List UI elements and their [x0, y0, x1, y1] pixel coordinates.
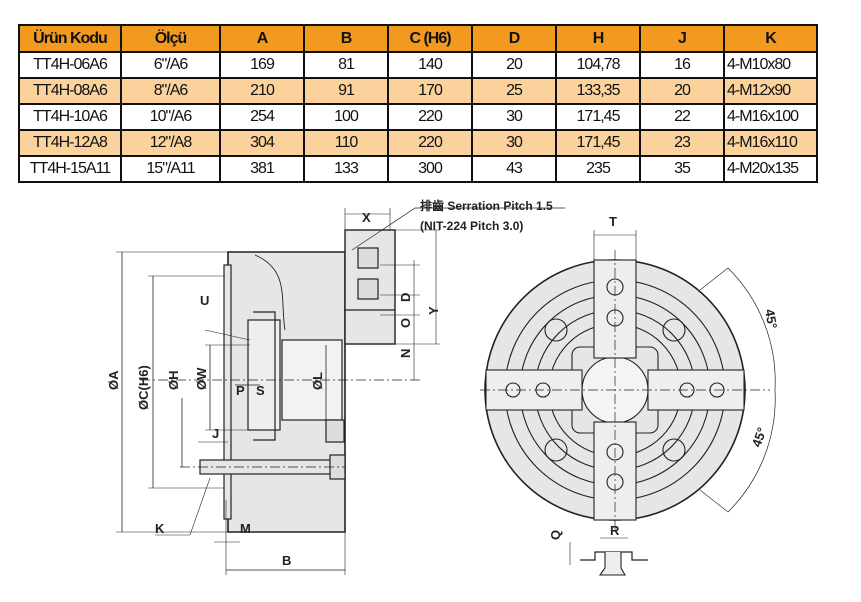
table-cell: 304	[219, 129, 305, 157]
table-cell: 210	[219, 77, 305, 105]
col-header: H	[555, 24, 641, 53]
col-header: K	[723, 24, 818, 53]
side-view	[116, 207, 565, 575]
table-cell: 133,35	[555, 77, 641, 105]
table-cell: TT4H-12A8	[18, 129, 122, 157]
table-cell: 30	[471, 103, 557, 131]
label-u: U	[200, 293, 209, 308]
table-cell: 12"/A8	[120, 129, 221, 157]
table-header-row: Ürün Kodu Ölçü A B C (H6) D H J K	[18, 24, 818, 53]
table-cell: TT4H-15A11	[18, 155, 122, 183]
table-cell: 381	[219, 155, 305, 183]
chuck-drawing: X U P S J K M B ØA ØC(H6) ØH ØW ØL D O N…	[106, 198, 780, 576]
table-cell: 169	[219, 51, 305, 79]
table-cell: 20	[471, 51, 557, 79]
table-cell: 140	[387, 51, 473, 79]
table-cell: TT4H-08A6	[18, 77, 122, 105]
table-cell: 133	[303, 155, 389, 183]
table-cell: 25	[471, 77, 557, 105]
label-m: M	[240, 521, 251, 536]
table-cell: 8"/A6	[120, 77, 221, 105]
table-cell: 4-M12x90	[723, 77, 818, 105]
table-cell: 22	[639, 103, 725, 131]
table-cell: 91	[303, 77, 389, 105]
label-x: X	[362, 210, 371, 225]
pitch-note: (NIT-224 Pitch 3.0)	[420, 219, 523, 233]
label-a: ØA	[106, 370, 121, 390]
table-cell: TT4H-10A6	[18, 103, 122, 131]
table-cell: 10"/A6	[120, 103, 221, 131]
table-cell: 23	[639, 129, 725, 157]
table-cell: 81	[303, 51, 389, 79]
label-n: N	[398, 349, 413, 358]
col-header: A	[219, 24, 305, 53]
table-cell: 43	[471, 155, 557, 183]
col-header: D	[471, 24, 557, 53]
table-cell: 235	[555, 155, 641, 183]
front-view	[480, 230, 776, 576]
label-k: K	[155, 521, 165, 536]
label-r: R	[610, 523, 620, 538]
label-d: D	[398, 293, 413, 302]
col-header: C (H6)	[387, 24, 473, 53]
front-labels: T 45° 45° Q R	[548, 214, 780, 540]
spec-table: Ürün Kodu Ölçü A B C (H6) D H J K TT4H-0…	[18, 24, 818, 183]
table-cell: 4-M20x135	[723, 155, 818, 183]
table-cell: 4-M16x100	[723, 103, 818, 131]
side-labels: X U P S J K M B ØA ØC(H6) ØH ØW ØL D O N…	[106, 198, 553, 568]
label-o: O	[398, 318, 413, 328]
col-header: Ürün Kodu	[18, 24, 122, 53]
table-cell: 4-M16x110	[723, 129, 818, 157]
table-cell: 6"/A6	[120, 51, 221, 79]
table-cell: 171,45	[555, 103, 641, 131]
col-header: Ölçü	[120, 24, 221, 53]
table-cell: 35	[639, 155, 725, 183]
label-p: P	[236, 383, 245, 398]
table-cell: 15"/A11	[120, 155, 221, 183]
table-cell: 100	[303, 103, 389, 131]
serration-note: 排齒 Serration Pitch 1.5	[420, 198, 553, 213]
table-cell: 171,45	[555, 129, 641, 157]
table-cell: 20	[639, 77, 725, 105]
label-b: B	[282, 553, 291, 568]
col-header: J	[639, 24, 725, 53]
table-cell: 220	[387, 129, 473, 157]
table-cell: 110	[303, 129, 389, 157]
table-cell: 254	[219, 103, 305, 131]
label-angle-1: 45°	[762, 308, 780, 330]
table-cell: 16	[639, 51, 725, 79]
label-l: ØL	[310, 372, 325, 390]
label-h: ØH	[166, 371, 181, 391]
label-j: J	[212, 426, 219, 441]
table-cell: 104,78	[555, 51, 641, 79]
label-s: S	[256, 383, 265, 398]
label-w: ØW	[194, 367, 209, 390]
label-y: Y	[426, 306, 441, 315]
label-t: T	[609, 214, 617, 229]
table-cell: 220	[387, 103, 473, 131]
table-cell: 30	[471, 129, 557, 157]
col-header: B	[303, 24, 389, 53]
label-angle-2: 45°	[749, 425, 770, 449]
table-cell: TT4H-06A6	[18, 51, 122, 79]
table-cell: 4-M10x80	[723, 51, 818, 79]
table-cell: 170	[387, 77, 473, 105]
table-cell: 300	[387, 155, 473, 183]
label-q: Q	[548, 530, 563, 540]
label-c: ØC(H6)	[136, 365, 151, 410]
